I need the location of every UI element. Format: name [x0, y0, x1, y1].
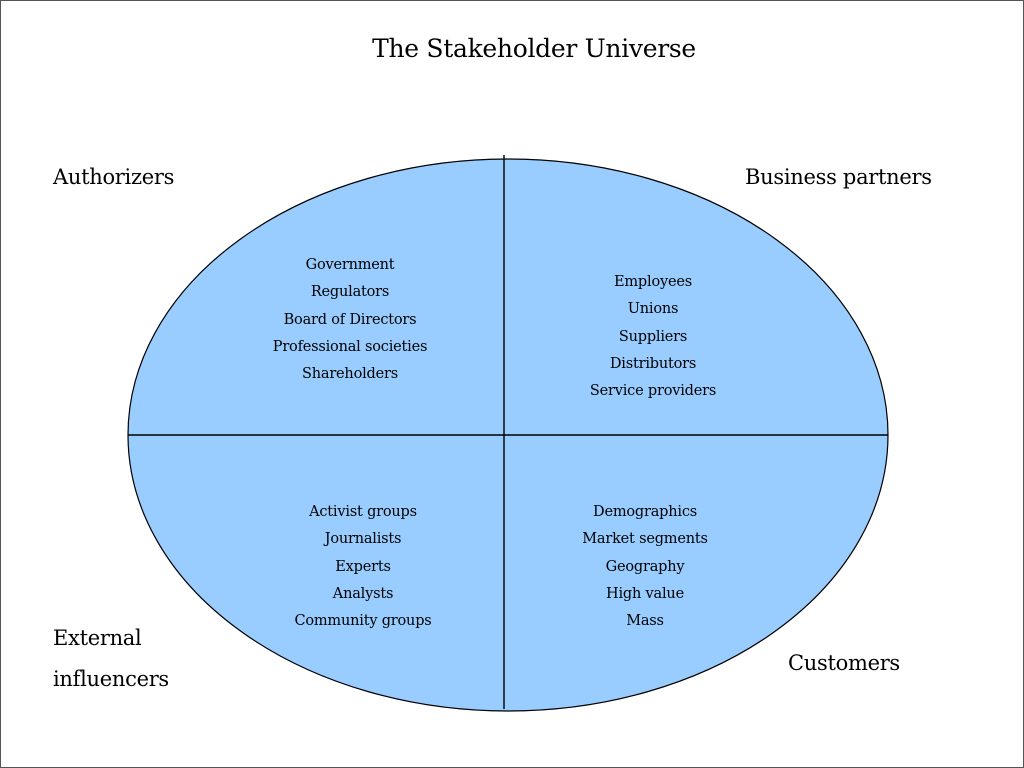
list-item: Distributors [609, 355, 697, 372]
list-item: Activist groups [309, 504, 417, 520]
list-item: Professional societies [272, 338, 428, 355]
list-item: High value [606, 585, 684, 602]
list-item: Unions [627, 301, 679, 318]
list-item: Regulators [310, 284, 390, 301]
list-item: Journalists [324, 531, 402, 548]
label-authorizers: Authorizers [53, 165, 175, 189]
list-item: Employees [614, 274, 692, 290]
list-item: Shareholders [302, 366, 398, 383]
list-item: Service providers [589, 383, 717, 400]
label-external-line1: External [53, 626, 142, 650]
list-item: Experts [335, 558, 391, 575]
label-customers: Customers [788, 651, 900, 675]
customers-list: Demographics Market segments Geography H… [535, 499, 755, 635]
external-influencers-list: Activist groups Journalists Experts Anal… [253, 499, 473, 635]
list-item: Government [305, 257, 395, 273]
label-business-partners: Business partners [745, 165, 932, 189]
list-item: Analysts [332, 585, 394, 602]
label-external-influencers: External influencers [53, 618, 169, 700]
authorizers-list: Government Regulators Board of Directors… [240, 252, 460, 388]
list-item: Market segments [582, 531, 708, 548]
label-external-line2: influencers [53, 667, 169, 691]
list-item: Mass [626, 613, 664, 630]
list-item: Community groups [294, 613, 432, 630]
business-partners-list: Employees Unions Suppliers Distributors … [543, 269, 763, 405]
list-item: Board of Directors [283, 311, 417, 328]
slide-title: The Stakeholder Universe [372, 34, 696, 63]
list-item: Demographics [593, 504, 697, 520]
list-item: Geography [605, 558, 685, 575]
list-item: Suppliers [618, 328, 688, 345]
